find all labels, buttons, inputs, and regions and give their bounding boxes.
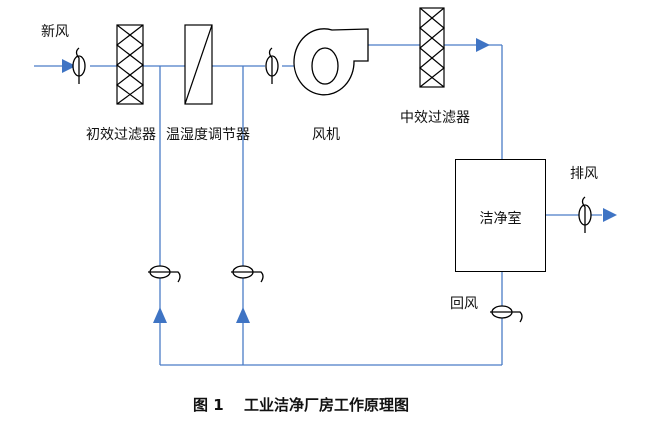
fan-icon	[293, 28, 369, 96]
supply-arrow	[476, 38, 490, 52]
fresh-air-arrow	[62, 59, 76, 73]
clean-room-box: 洁净室	[455, 159, 546, 272]
temp-humidity-label: 温湿度调节器	[166, 127, 250, 143]
exhaust-label: 排风	[570, 166, 598, 182]
return-air-label: 回风	[450, 296, 478, 312]
medium-filter-label: 中效过滤器	[400, 110, 470, 126]
figure-number: 图 1	[193, 396, 224, 414]
exhaust-damper-icon	[578, 196, 592, 233]
fresh-air-label: 新风	[41, 24, 69, 40]
figure-title: 工业洁净厂房工作原理图	[244, 396, 410, 414]
primary-filter-label: 初效过滤器	[86, 127, 156, 143]
primary-filter-icon	[115, 24, 145, 105]
medium-filter-icon	[419, 7, 445, 88]
return-air-damper-icon	[490, 305, 523, 323]
return-arrow-2	[236, 307, 250, 323]
fan-label: 风机	[312, 127, 340, 143]
return-arrow-1	[153, 307, 167, 323]
clean-room-label: 洁净室	[479, 211, 522, 227]
temp-humidity-regulator-icon	[184, 24, 213, 105]
inline-damper-icon	[265, 47, 279, 84]
return-damper-1-icon	[148, 265, 181, 283]
exhaust-arrow	[603, 208, 617, 222]
fresh-air-damper-icon	[72, 47, 86, 84]
dampers	[72, 47, 592, 323]
return-damper-2-icon	[231, 265, 264, 283]
flow-arrows	[62, 38, 617, 323]
